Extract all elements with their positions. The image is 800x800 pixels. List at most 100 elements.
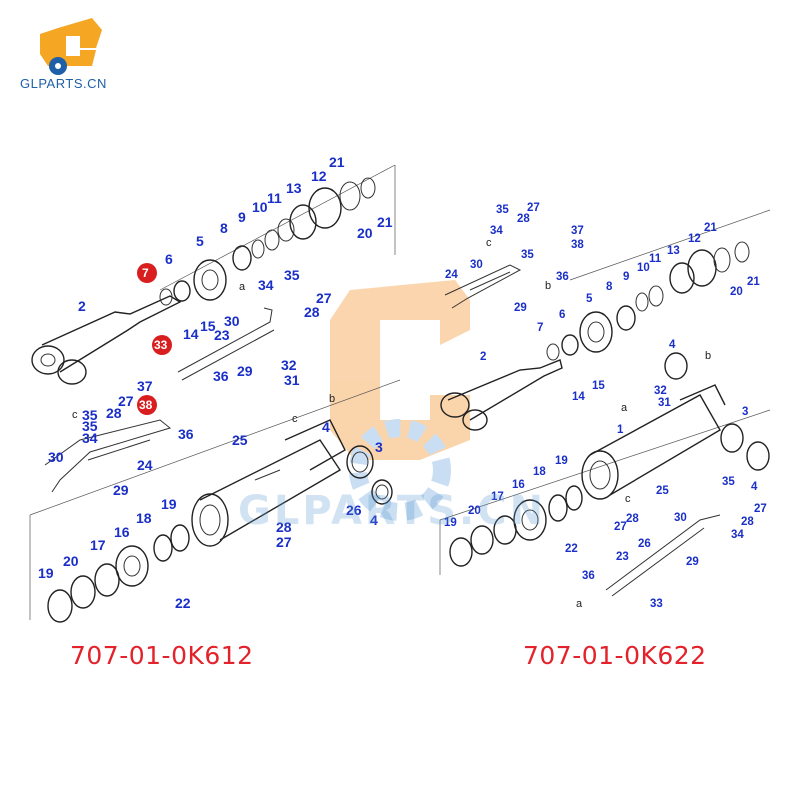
left-callout-35: 35 — [284, 267, 300, 283]
left-callout-9: 9 — [238, 209, 246, 225]
right-callout-21: 21 — [747, 276, 760, 288]
right-callouts: 1234456789101112131415161718191920202121… — [444, 202, 767, 610]
left-callout-23: 23 — [214, 327, 230, 343]
right-callout-16: 16 — [512, 479, 525, 491]
watermark-gear-icon — [330, 280, 470, 521]
left-callout-27: 27 — [118, 393, 134, 409]
right-callout-6: 6 — [559, 309, 565, 321]
right-callout-35: 35 — [521, 249, 534, 261]
right-callout-17: 17 — [491, 491, 504, 503]
right-callout-15: 15 — [592, 380, 605, 392]
right-callout-8: 8 — [606, 281, 613, 293]
right-callout-a: a — [576, 598, 583, 610]
right-callout-28: 28 — [517, 213, 530, 225]
left-callout-17: 17 — [90, 537, 106, 553]
right-callout-21: 21 — [704, 222, 717, 234]
left-callout-27: 27 — [316, 290, 332, 306]
left-callout-13: 13 — [286, 180, 302, 196]
right-rings — [546, 241, 750, 361]
left-callout-24: 24 — [137, 457, 153, 473]
left-callout-27: 27 — [276, 534, 292, 550]
callout-highlight-33 — [152, 335, 172, 355]
right-callout-9: 9 — [623, 271, 629, 283]
left-callout-21: 21 — [329, 154, 345, 170]
left-callout-22: 22 — [175, 595, 191, 611]
right-callout-38: 38 — [571, 239, 584, 251]
right-callout-14: 14 — [572, 391, 585, 403]
left-callout-29: 29 — [237, 363, 253, 379]
right-callout-1: 1 — [617, 424, 624, 436]
left-frame — [29, 164, 401, 620]
right-callout-7: 7 — [537, 322, 543, 334]
left-callout-35: 35 — [82, 418, 98, 434]
right-callout-33: 33 — [650, 598, 663, 610]
right-callout-30: 30 — [470, 259, 483, 271]
left-callout-b: b — [329, 393, 335, 405]
left-callout-28: 28 — [304, 304, 320, 320]
left-callout-2: 2 — [78, 298, 86, 314]
left-callout-31: 31 — [284, 372, 300, 388]
left-callout-29: 29 — [113, 482, 129, 498]
right-rod — [440, 359, 563, 431]
right-callout-35: 35 — [722, 476, 735, 488]
right-callout-13: 13 — [667, 245, 680, 257]
left-callout-28: 28 — [106, 405, 122, 421]
right-callout-36: 36 — [556, 271, 569, 283]
left-rod — [31, 295, 182, 385]
callout-highlight-38 — [137, 395, 157, 415]
left-callout-37: 37 — [137, 378, 153, 394]
right-piston — [449, 485, 583, 567]
right-callout-4: 4 — [669, 339, 676, 351]
left-callout-34: 34 — [82, 430, 98, 446]
callout-highlight-7 — [137, 263, 157, 283]
left-callout-35: 35 — [82, 407, 98, 423]
left-callout-a: a — [239, 281, 246, 293]
left-highlights — [137, 263, 172, 415]
left-callout-5: 5 — [196, 233, 204, 249]
right-pipe — [605, 514, 721, 597]
left-callout-19: 19 — [161, 496, 177, 512]
right-callout-36: 36 — [582, 570, 595, 582]
right-callout-18: 18 — [533, 466, 546, 478]
left-callout-6: 6 — [165, 251, 173, 267]
left-callout-32: 32 — [281, 357, 297, 373]
left-cylinder — [191, 419, 346, 547]
right-callout-5: 5 — [586, 293, 593, 305]
right-callout-24: 24 — [445, 269, 458, 281]
left-callout-30: 30 — [224, 313, 240, 329]
right-callout-c: c — [486, 237, 492, 249]
left-callout-14: 14 — [183, 326, 199, 342]
right-callout-29: 29 — [514, 302, 527, 314]
right-callout-10: 10 — [637, 262, 650, 274]
right-callout-23: 23 — [616, 551, 629, 563]
left-callout-12: 12 — [311, 168, 327, 184]
right-callout-25: 25 — [656, 485, 669, 497]
right-callout-b: b — [545, 280, 551, 292]
right-callout-b: b — [705, 350, 711, 362]
part-number-right: 707-01-0K622 — [523, 641, 707, 670]
right-callout-34: 34 — [490, 225, 503, 237]
right-callout-27: 27 — [527, 202, 540, 214]
left-callout-8: 8 — [220, 220, 228, 236]
left-callout-19: 19 — [38, 565, 54, 581]
right-callout-3: 3 — [742, 406, 748, 418]
logo-text: GLPARTS.CN — [20, 76, 107, 91]
left-callout-26: 26 — [346, 502, 362, 518]
left-callout-4: 4 — [322, 419, 330, 435]
left-callout-36: 36 — [213, 368, 229, 384]
right-callout-c: c — [625, 493, 631, 505]
left-callout-25: 25 — [232, 432, 248, 448]
left-callout-10: 10 — [252, 199, 268, 215]
left-rings — [159, 177, 376, 306]
right-callout-12: 12 — [688, 233, 701, 245]
left-callout-36: 36 — [178, 426, 194, 442]
right-callout-20: 20 — [468, 505, 481, 517]
left-bushings — [346, 445, 393, 505]
right-callout-20: 20 — [730, 286, 743, 298]
right-callout-19: 19 — [555, 455, 568, 467]
left-callout-18: 18 — [136, 510, 152, 526]
left-callout-16: 16 — [114, 524, 130, 540]
right-callout-31: 31 — [658, 397, 671, 409]
